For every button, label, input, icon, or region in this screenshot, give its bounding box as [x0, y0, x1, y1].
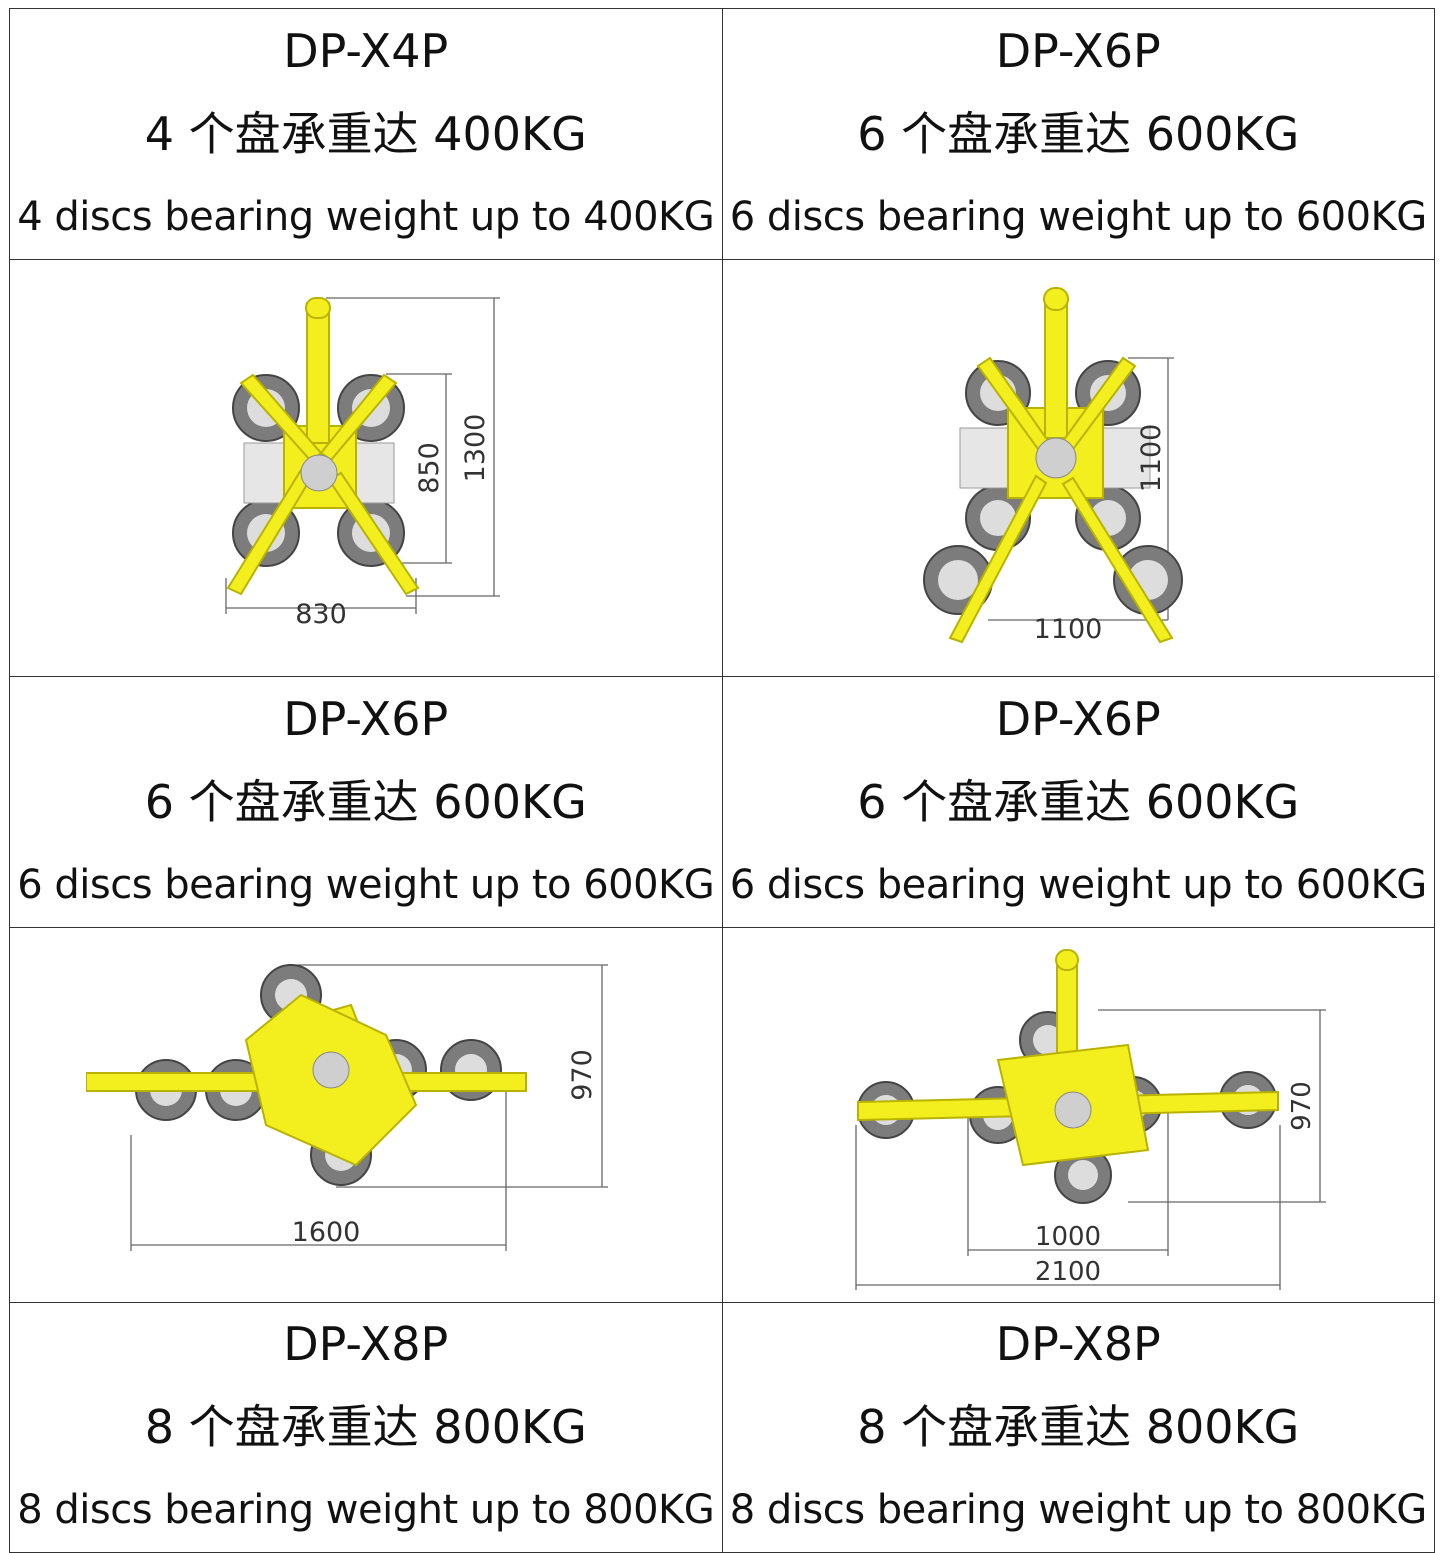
capacity-zh: 8 个盘承重达 800KG: [857, 1400, 1300, 1454]
vacuum-lifter-x6p-drawing: 1100 1100: [923, 287, 1184, 645]
dimension-total-height: 1300: [460, 414, 491, 483]
capacity-en: 6 discs bearing weight up to 600KG: [729, 193, 1428, 240]
drawing-cell-x6p-a: 1100 1100: [721, 259, 1435, 677]
spec-cell-x6p-a: DP-X6P 6 个盘承重达 600KG 6 discs bearing wei…: [721, 8, 1435, 260]
spec-cell-x6p-b: DP-X6P 6 个盘承重达 600KG 6 discs bearing wei…: [9, 676, 723, 928]
model-name: DP-X6P: [283, 691, 449, 746]
drawing-cell-x6p-rotated: 1600 970: [9, 927, 723, 1303]
model-name: DP-X8P: [283, 1317, 449, 1371]
vacuum-lifter-x4p-drawing: 830 850 1300: [225, 297, 500, 630]
vacuum-lifter-x6p-cross-drawing: 1000 2100 970: [855, 949, 1327, 1290]
dimension-inner-height: 850: [414, 442, 445, 494]
dimension-height: 970: [1287, 1081, 1317, 1131]
capacity-zh: 6 个盘承重达 600KG: [144, 774, 587, 829]
dimension-width: 1600: [291, 1217, 360, 1248]
capacity-zh: 4 个盘承重达 400KG: [144, 106, 587, 161]
dimension-width: 830: [295, 599, 347, 630]
model-name: DP-X6P: [995, 691, 1161, 746]
dimension-total-width: 2100: [1035, 1257, 1101, 1287]
dimension-inner-width: 1000: [1035, 1222, 1101, 1252]
dimension-width: 1100: [1034, 614, 1103, 645]
capacity-zh: 6 个盘承重达 600KG: [857, 774, 1300, 829]
capacity-en: 6 discs bearing weight up to 600KG: [17, 861, 715, 908]
capacity-en: 8 discs bearing weight up to 800KG: [729, 1487, 1428, 1533]
spec-cell-x8p-b: DP-X8P 8 个盘承重达 800KG 8 discs bearing wei…: [721, 1302, 1435, 1553]
capacity-en: 8 discs bearing weight up to 800KG: [17, 1487, 715, 1533]
drawing-cell-x4p: 830 850 1300: [9, 259, 723, 677]
capacity-zh: 6 个盘承重达 600KG: [857, 106, 1300, 161]
dimension-height: 970: [567, 1049, 598, 1101]
model-name: DP-X4P: [283, 23, 449, 78]
vacuum-lifter-x6p-rotated-drawing: 1600 970: [85, 964, 608, 1251]
spec-cell-x4p: DP-X4P 4 个盘承重达 400KG 4 discs bearing wei…: [9, 8, 723, 260]
spec-cell-x6p-c: DP-X6P 6 个盘承重达 600KG 6 discs bearing wei…: [721, 676, 1435, 928]
product-spec-table: DP-X4P 4 个盘承重达 400KG 4 discs bearing wei…: [9, 8, 1435, 1553]
model-name: DP-X6P: [995, 23, 1161, 78]
capacity-zh: 8 个盘承重达 800KG: [144, 1400, 587, 1454]
drawing-cell-x6p-cross: 1000 2100 970: [721, 927, 1435, 1303]
spec-cell-x8p-a: DP-X8P 8 个盘承重达 800KG 8 discs bearing wei…: [9, 1302, 723, 1553]
capacity-en: 4 discs bearing weight up to 400KG: [17, 193, 715, 240]
model-name: DP-X8P: [995, 1317, 1161, 1371]
dimension-height: 1100: [1136, 424, 1167, 493]
capacity-en: 6 discs bearing weight up to 600KG: [729, 861, 1428, 908]
